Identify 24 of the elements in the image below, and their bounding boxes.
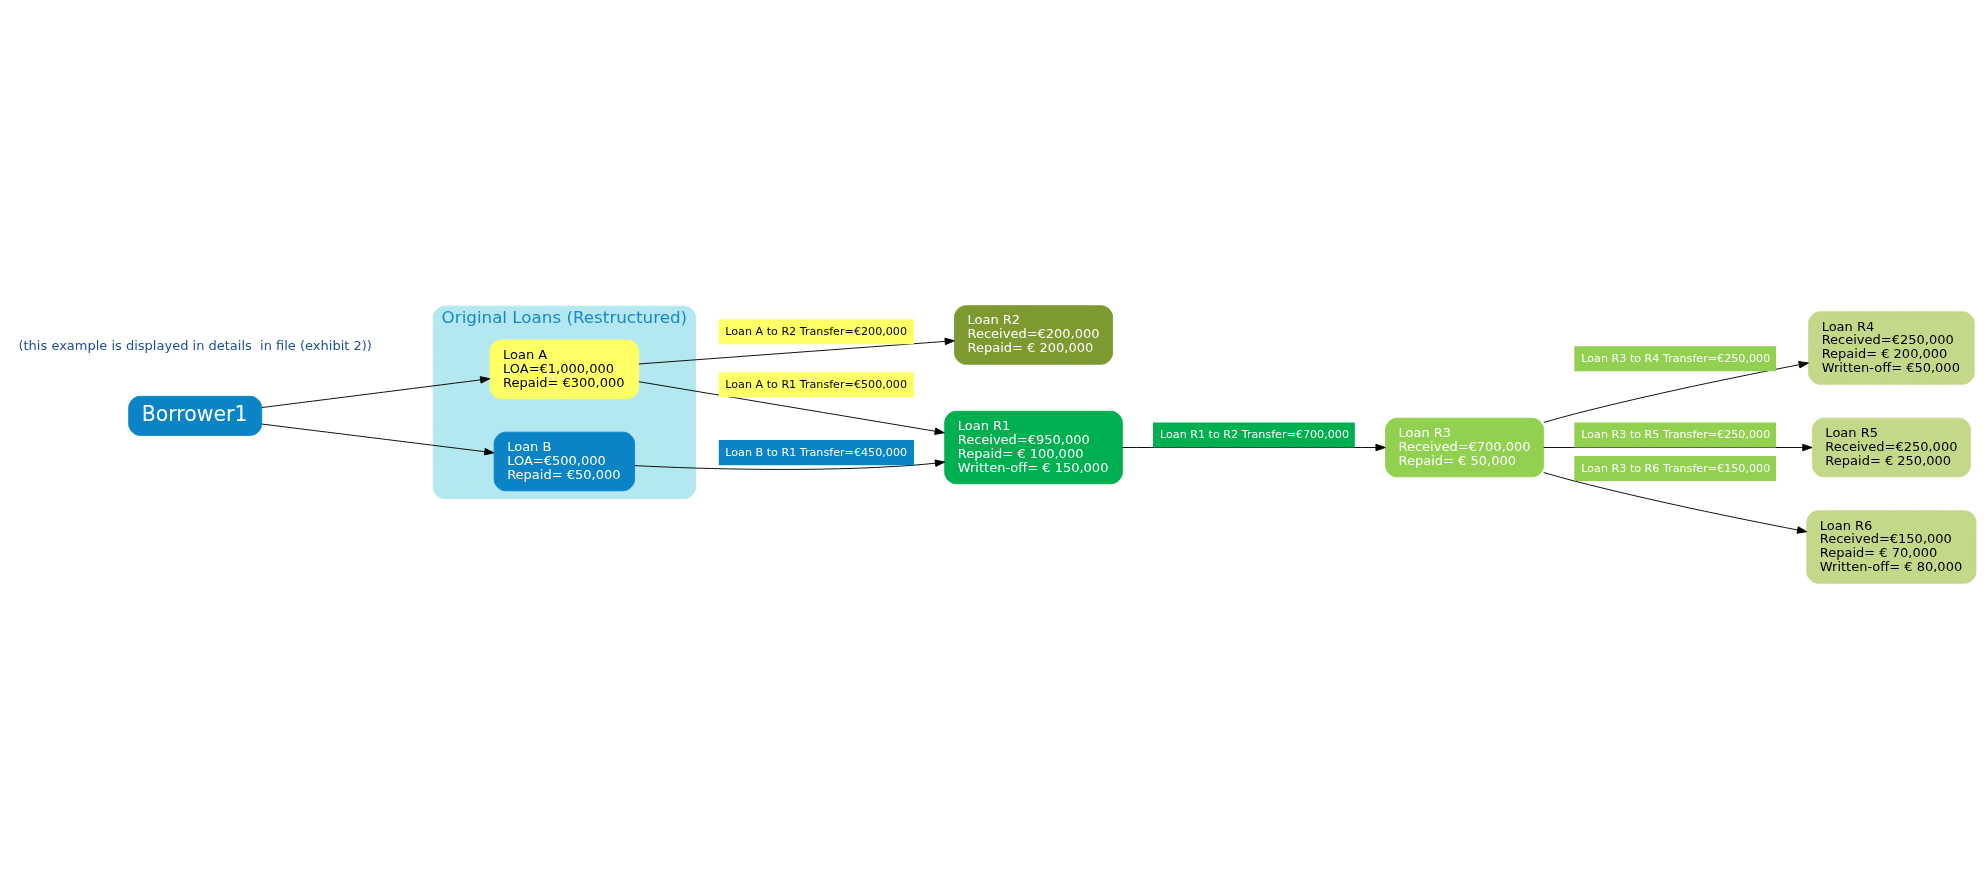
arrow [638, 381, 945, 435]
edge-label: Loan R3 to R4 Transfer=€250,000 [1581, 352, 1771, 366]
node-box: Borrower1 [128, 395, 263, 436]
node-box: Loan R2 Received=€200,000 Repaid= € 200,000 [954, 305, 1114, 365]
edge-label: Loan R3 to R6 Transfer=€150,000 [1581, 461, 1771, 475]
node-box: Loan R4 Received=€250,000 Repaid= € 200,000 Written-off= €50,000 [1808, 311, 1975, 385]
arrow [638, 337, 955, 365]
node-box: Loan R5 Received=€250,000 Repaid= € 250,000 [1811, 417, 1971, 478]
edge-label: Loan R1 to R2 Transfer=€700,000 [1159, 428, 1350, 442]
node-box: Loan A LOA=€1,000,000 Repaid= €300,000 [489, 339, 640, 400]
node-box: Loan R6 Received=€150,000 Repaid= € 70,000 Written-off= € 80,000 [1806, 510, 1977, 584]
edge-label: Loan A to R2 Transfer=€200,000 [725, 325, 908, 339]
edge-label: Loan B to R1 Transfer=€450,000 [725, 445, 908, 459]
arrow [634, 459, 946, 470]
arrow [261, 376, 491, 409]
node-box: Loan R3 Received=€700,000 Repaid= € 50,000 [1385, 417, 1545, 478]
arrow [261, 423, 495, 456]
node-box: Loan R1 Received=€950,000 Repaid= € 100,000 Written-off= € 150,000 [944, 410, 1123, 485]
node-box: Loan B LOA=€500,000 Repaid= €50,000 [493, 431, 636, 492]
edge-label: Loan A to R1 Transfer=€500,000 [725, 378, 908, 392]
label: (this example is displayed in details in file (exhibit 2)) [18, 337, 372, 353]
arrow [1543, 472, 1808, 534]
arrow [1543, 361, 1809, 423]
edge-label: Loan R3 to R5 Transfer=€250,000 [1581, 428, 1771, 442]
